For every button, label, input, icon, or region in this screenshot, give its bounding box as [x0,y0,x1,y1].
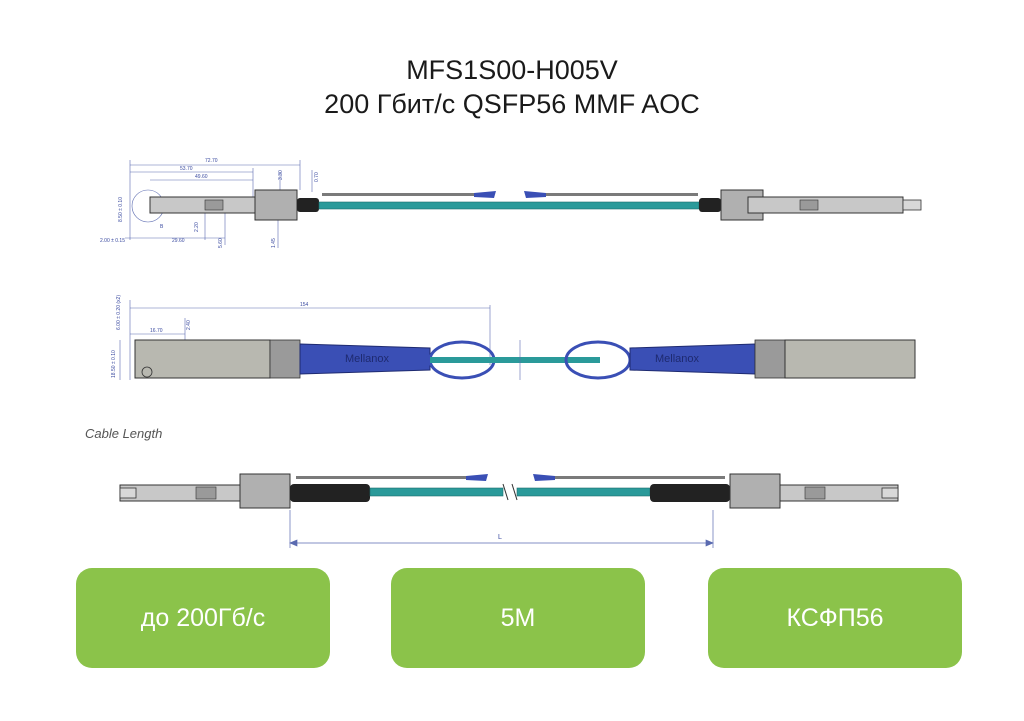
dim-16-70: 16.70 [150,328,163,334]
dim-6-00: 6.00 ± 0.20 (x2) [116,295,122,330]
side-view-drawing: 154 16.70 2.40 6.00 ± 0.20 (x2) 18.50 ± … [111,295,916,380]
dim-0-70: 0.70 [314,172,320,182]
brand-label-right: Mellanox [655,353,700,365]
cable-length-drawing: L [119,473,899,548]
dim-1-45: 1.45 [271,238,277,248]
length-label: L [498,534,502,541]
cable-length-caption: Cable Length [85,426,163,441]
product-subtitle: 200 Гбит/с QSFP56 MMF AOC [324,89,700,119]
dim-29-60: 29.60 [172,238,185,244]
model-title: MFS1S00-H005V [406,55,618,85]
top-view-drawing: 72.70 53.70 49.60 3.30 0.70 8.50 ± 0.10 … [100,158,922,248]
brand-label-left: Mellanox [345,353,390,365]
dim-8-50: 8.50 ± 0.10 [118,197,124,222]
dim-2-00: 2.00 ± 0.15 [100,238,125,244]
detail-b-label: B [160,224,164,230]
dim-3-30: 3.30 [278,170,284,180]
dim-154: 154 [300,302,309,308]
speed-badge: до 200Гб/с [76,568,330,668]
dim-72-70: 72.70 [205,158,218,164]
dim-2-20: 2.20 [194,222,200,232]
dim-2-40: 2.40 [186,320,192,330]
dim-18-50: 18.50 ± 0.10 [111,350,117,378]
dim-49-60: 49.60 [195,174,208,180]
dim-53-70: 53.70 [180,166,193,172]
form-factor-badge: КСФП56 [708,568,962,668]
dim-5-60: 5.60 [218,238,224,248]
length-badge: 5M [391,568,645,668]
